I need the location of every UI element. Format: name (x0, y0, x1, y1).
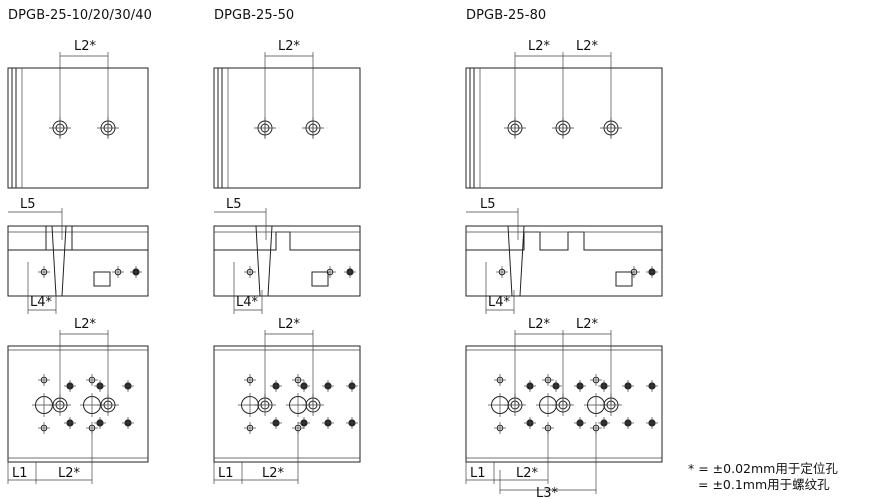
dim-a-top-l2: L2* (74, 39, 97, 54)
dim-c-l4: L4* (488, 295, 511, 310)
title-dpgb-25-80: DPGB-25-80 (466, 8, 547, 23)
dim-c-top-l2-left: L2* (528, 39, 551, 54)
dim-b-top-l2: L2* (278, 39, 301, 54)
dim-a-bottom-l2b: L2* (58, 466, 81, 481)
dim-c-bottom-l2-left: L2* (528, 317, 551, 332)
dim-a-l4: L4* (30, 295, 53, 310)
dim-c-l5: L5 (480, 197, 496, 212)
dim-b-l5: L5 (226, 197, 242, 212)
view-c-top (465, 52, 663, 189)
view-b-side (213, 208, 361, 314)
dim-c-l1: L1 (470, 466, 486, 481)
dim-b-l4: L4* (236, 295, 259, 310)
view-c-bottom (465, 330, 663, 494)
tolerance-note-positioning: * = ±0.02mm用于定位孔 (688, 461, 838, 476)
dim-b-bottom-l2b: L2* (262, 466, 285, 481)
dim-c-bottom-l2b: L2* (516, 466, 539, 481)
title-dpgb-25-50: DPGB-25-50 (214, 8, 295, 23)
view-c-side (465, 208, 663, 314)
dim-c-l3: L3* (536, 486, 559, 499)
view-a-top (7, 52, 149, 189)
view-a-side (7, 208, 149, 314)
dim-b-bottom-l2: L2* (278, 317, 301, 332)
dim-a-l1: L1 (12, 466, 28, 481)
title-dpgb-25-10-40: DPGB-25-10/20/30/40 (8, 8, 152, 23)
dim-b-l1: L1 (218, 466, 234, 481)
view-b-bottom (213, 330, 361, 484)
dim-a-l5: L5 (20, 197, 36, 212)
tolerance-note-thread: = ±0.1mm用于螺纹孔 (698, 477, 830, 492)
view-b-top (213, 52, 361, 189)
dim-c-top-l2-right: L2* (576, 39, 599, 54)
dim-c-bottom-l2-right: L2* (576, 317, 599, 332)
dim-a-bottom-l2: L2* (74, 317, 97, 332)
view-a-bottom (7, 330, 149, 484)
